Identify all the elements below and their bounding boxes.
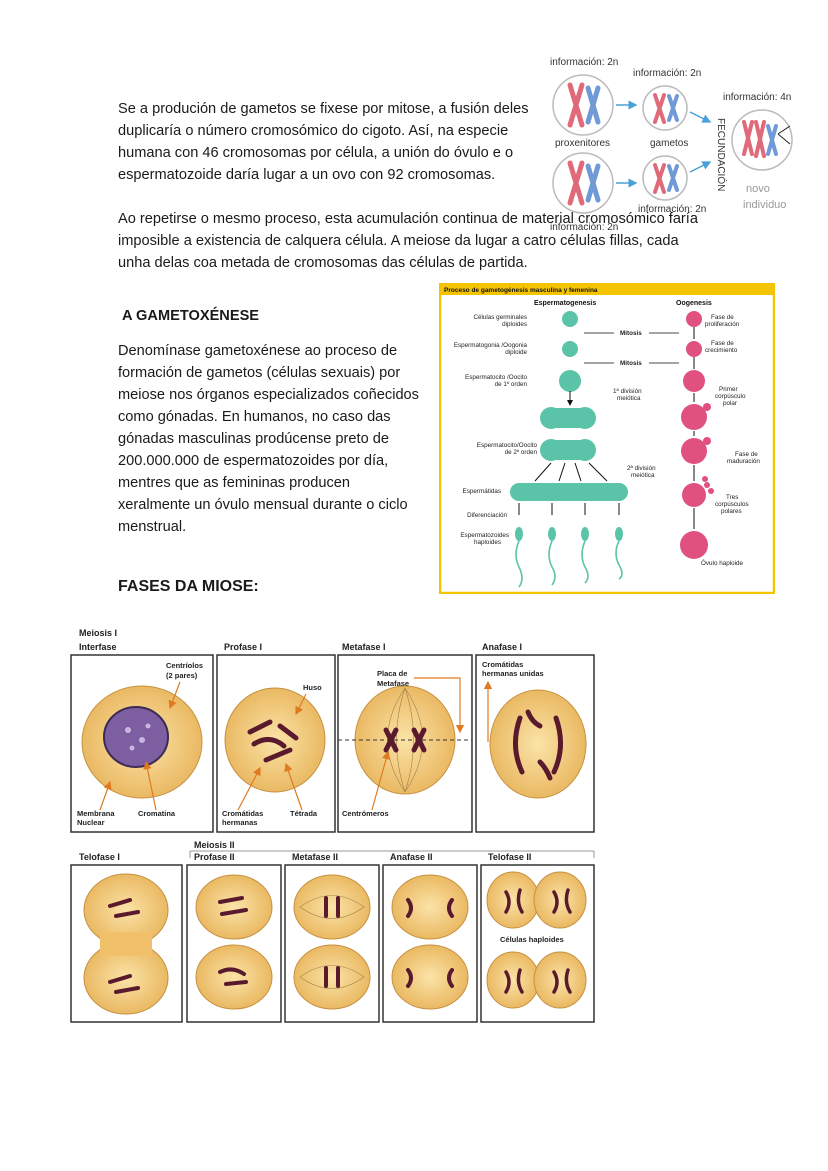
proxenitores-label: proxenitores [555, 138, 610, 149]
profase-2-cells [195, 874, 273, 1010]
meiosis-2-label: Meiosis II [194, 840, 235, 850]
right-label: Primer [719, 386, 738, 393]
right-label: corpúsculos [715, 501, 749, 508]
metafase-2-cells [293, 874, 371, 1010]
telofase-2-cells [486, 871, 587, 1009]
division-label: meiótica [631, 472, 655, 479]
info-2n-label: información: 2n [638, 204, 706, 215]
gametogenesis-chart: Proceso de gametogénesis masculina y fem… [439, 283, 775, 594]
anafase-2-label: Anafase II [390, 852, 433, 862]
right-label: proliferación [705, 321, 740, 328]
gametoxenese-heading: A GAMETOXÉNESE [122, 308, 260, 324]
centromeros-label: Centrómeros [342, 809, 389, 818]
left-label: haploides [474, 539, 501, 546]
anafase-1-cell [489, 689, 587, 799]
right-label: Fase de [735, 451, 758, 458]
gamete-cell-bottom [642, 155, 688, 201]
metafase-1-cell [338, 685, 472, 795]
left-label: Espermátidas [463, 488, 502, 495]
info-2n-label: información: 2n [550, 57, 618, 68]
female-cells [680, 311, 714, 559]
individuo-label: individuo [743, 199, 786, 211]
intro-text-1: Se a produción de gametos se fixese por … [118, 101, 529, 183]
division-label: 1ª división [613, 388, 642, 395]
fecundacion-label: FECUNDACIÓN [715, 118, 728, 191]
membrana-label: Membrana [77, 809, 115, 818]
info-2n-label: información: 2n [550, 222, 618, 233]
right-label: maduración [727, 458, 760, 465]
interfase-label: Interfase [79, 642, 117, 652]
division-label: 2ª división [627, 465, 656, 472]
centriolos-label: (2 pares) [166, 671, 198, 680]
placa-label: Metafase [377, 679, 409, 688]
right-label: Tres [726, 494, 738, 501]
intro-paragraph-2: Ao repetirse o mesmo proceso, esta acumu… [118, 208, 718, 274]
intro-text-2: Ao repetirse o mesmo proceso, esta acumu… [118, 211, 698, 271]
huso-label: Huso [303, 683, 322, 692]
left-label: Espermatozoides [460, 532, 509, 539]
col-male-header: Espermatogenesis [534, 300, 596, 307]
placa-label: Placa de [377, 669, 407, 678]
left-label: diploide [505, 349, 527, 356]
parent-cell-top [552, 74, 614, 136]
metafase-1-label: Metafase I [342, 642, 386, 652]
novo-label: novo [746, 183, 770, 195]
right-label: Fase de [711, 314, 734, 321]
mitosis-label: Mitosis [620, 330, 642, 337]
left-label: Diferenciación [467, 512, 507, 519]
left-label: de 1º orden [495, 381, 528, 388]
anafase-1-label: Anafase I [482, 642, 522, 652]
profase-2-label: Profase II [194, 852, 235, 862]
fertilization-diagram: información: 2n información: 2n informac… [550, 57, 793, 233]
left-label: Espermatogonia /Oogonia [454, 342, 528, 349]
meiosis-diagram: Meiosis I Interfase Profase I Metafase I… [70, 628, 595, 1023]
metafase-2-label: Metafase II [292, 852, 338, 862]
interfase-cell [81, 685, 203, 799]
meiosis-1-label: Meiosis I [79, 628, 117, 638]
gametoxenese-paragraph: Denomínase gametoxénese ao proceso de fo… [118, 340, 423, 538]
gametoxenese-text: Denomínase gametoxénese ao proceso de fo… [118, 343, 419, 535]
gametos-label: gametos [650, 138, 688, 149]
telofase-1-cell [83, 873, 169, 1015]
right-label: polar [723, 400, 737, 407]
cromatidas-label: Cromátidas [222, 809, 263, 818]
col-female-header: Oogenesis [676, 300, 712, 307]
anafase-2-cells [391, 874, 469, 1010]
phases-heading: FASES DA MIOSE: [118, 578, 259, 595]
right-label: crecimiento [705, 347, 738, 354]
info-4n-label: información: 4n [723, 92, 791, 103]
centriolos-label: Centríolos [166, 661, 203, 670]
left-label: Células germinales [473, 314, 527, 321]
zygote-cell [731, 109, 793, 171]
left-label: de 2º orden [505, 449, 538, 456]
right-label: polares [721, 508, 742, 515]
left-label: Espermatocito/Oocito [477, 442, 538, 449]
telofase-2-label: Telofase II [488, 852, 531, 862]
unidas-label: Cromátidas [482, 660, 523, 669]
profase-1-label: Profase I [224, 642, 262, 652]
gamete-cell-top [642, 85, 688, 131]
right-label: corpúsculo [715, 393, 746, 400]
profase-1-cell [224, 687, 326, 793]
membrana-label: Nuclear [77, 818, 105, 827]
unidas-label: hermanas unidas [482, 669, 544, 678]
info-2n-label: información: 2n [633, 68, 701, 79]
intro-paragraph-1: Se a produción de gametos se fixese por … [118, 98, 533, 186]
left-label: diploides [502, 321, 527, 328]
mitosis-label: Mitosis [620, 360, 642, 367]
parent-cell-bottom [552, 152, 614, 214]
haploides-label: Células haploides [500, 935, 564, 944]
right-label: Óvulo haploide [701, 558, 744, 567]
cromatina-label: Cromatina [138, 809, 176, 818]
division-label: meiótica [617, 395, 641, 402]
chart-title: Proceso de gametogénesis masculina y fem… [444, 287, 598, 294]
right-label: Fase de [711, 340, 734, 347]
telofase-1-label: Telofase I [79, 852, 120, 862]
male-cells [510, 311, 628, 588]
tetrada-label: Tétrada [290, 809, 318, 818]
cromatidas-label: hermanas [222, 818, 257, 827]
left-label: Espermatocito /Oocito [465, 374, 527, 381]
